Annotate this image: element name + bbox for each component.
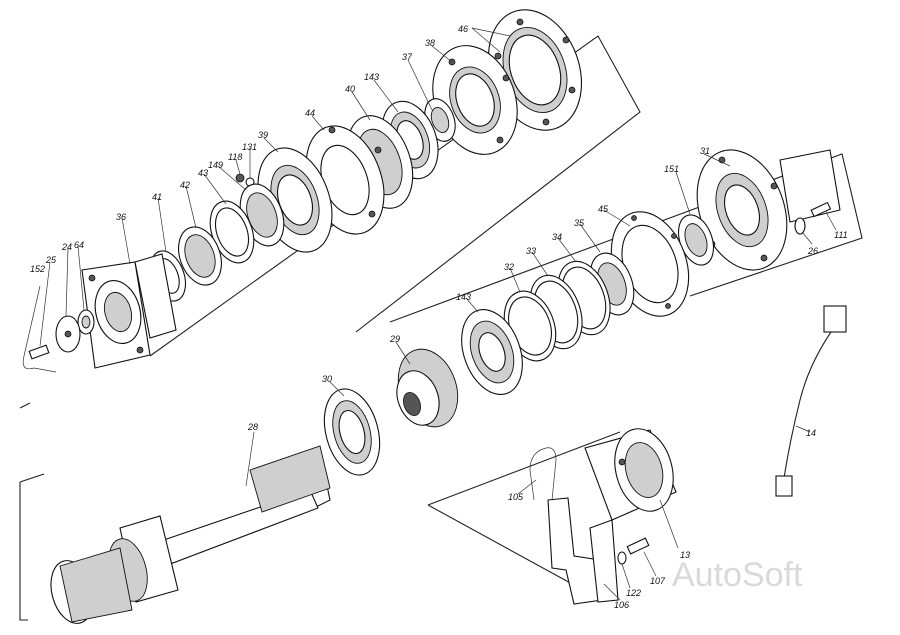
label-28: 28 xyxy=(247,422,258,432)
label-105: 105 xyxy=(508,492,524,502)
label-42: 42 xyxy=(180,180,190,190)
label-38: 38 xyxy=(425,38,435,48)
part-152-lock-wire xyxy=(22,285,57,373)
label-107: 107 xyxy=(650,576,666,586)
label-24: 24 xyxy=(61,242,72,252)
label-122: 122 xyxy=(626,588,641,598)
label-152: 152 xyxy=(30,264,45,274)
part-14-hose xyxy=(775,305,847,497)
part-28-shaft xyxy=(50,445,331,624)
part-111-bolt xyxy=(810,201,832,218)
label-44: 44 xyxy=(305,108,315,118)
callout-labels: 46 38 37 143 40 44 39 131 118 149 43 42 … xyxy=(30,24,848,610)
label-35: 35 xyxy=(574,218,585,228)
label-40: 40 xyxy=(345,84,355,94)
part-122-washer xyxy=(617,551,627,565)
watermark: AutoSoft xyxy=(672,556,803,594)
label-26: 26 xyxy=(807,246,818,256)
label-33: 33 xyxy=(526,246,536,256)
part-25-bolt xyxy=(28,344,50,360)
label-41: 41 xyxy=(152,192,162,202)
part-107-bolt xyxy=(626,537,650,555)
label-45: 45 xyxy=(598,204,609,214)
label-14: 14 xyxy=(806,428,816,438)
part-29-bevel-gear xyxy=(396,348,459,428)
part-26-washer xyxy=(794,217,806,235)
part-31-housing xyxy=(696,149,841,271)
part-106-shift-fork xyxy=(547,497,619,605)
part-13-shift-housing xyxy=(584,428,677,521)
label-43: 43 xyxy=(198,168,208,178)
label-111: 111 xyxy=(834,230,848,240)
label-46: 46 xyxy=(458,24,468,34)
label-29: 29 xyxy=(389,334,400,344)
part-151-seal xyxy=(677,214,715,266)
part-43-ring xyxy=(209,200,255,264)
part-42-ring xyxy=(178,226,222,286)
leader-lines xyxy=(39,27,837,601)
panel-outline-lower xyxy=(19,431,621,621)
label-25: 25 xyxy=(45,255,57,265)
label-32: 32 xyxy=(504,262,514,272)
label-149: 149 xyxy=(208,160,223,170)
label-64: 64 xyxy=(74,240,84,250)
label-143-lower: 143 xyxy=(456,292,471,302)
label-37: 37 xyxy=(402,52,413,62)
part-24-washer xyxy=(55,315,81,353)
label-36: 36 xyxy=(116,212,126,222)
part-30-coupling xyxy=(323,388,381,476)
label-13: 13 xyxy=(680,550,690,560)
label-34: 34 xyxy=(552,232,562,242)
label-131: 131 xyxy=(242,142,257,152)
part-36-yoke xyxy=(81,253,177,369)
label-143-upper: 143 xyxy=(364,72,379,82)
label-118: 118 xyxy=(228,152,242,162)
part-38-housing xyxy=(432,45,518,155)
label-30: 30 xyxy=(322,374,332,384)
part-143-bearing-lower xyxy=(461,309,523,395)
label-151: 151 xyxy=(664,164,679,174)
part-64-washer xyxy=(77,309,95,335)
label-39: 39 xyxy=(258,130,268,140)
part-105-wire xyxy=(529,447,557,501)
label-106: 106 xyxy=(614,600,629,610)
part-46-flange xyxy=(487,9,583,131)
label-31: 31 xyxy=(700,146,710,156)
